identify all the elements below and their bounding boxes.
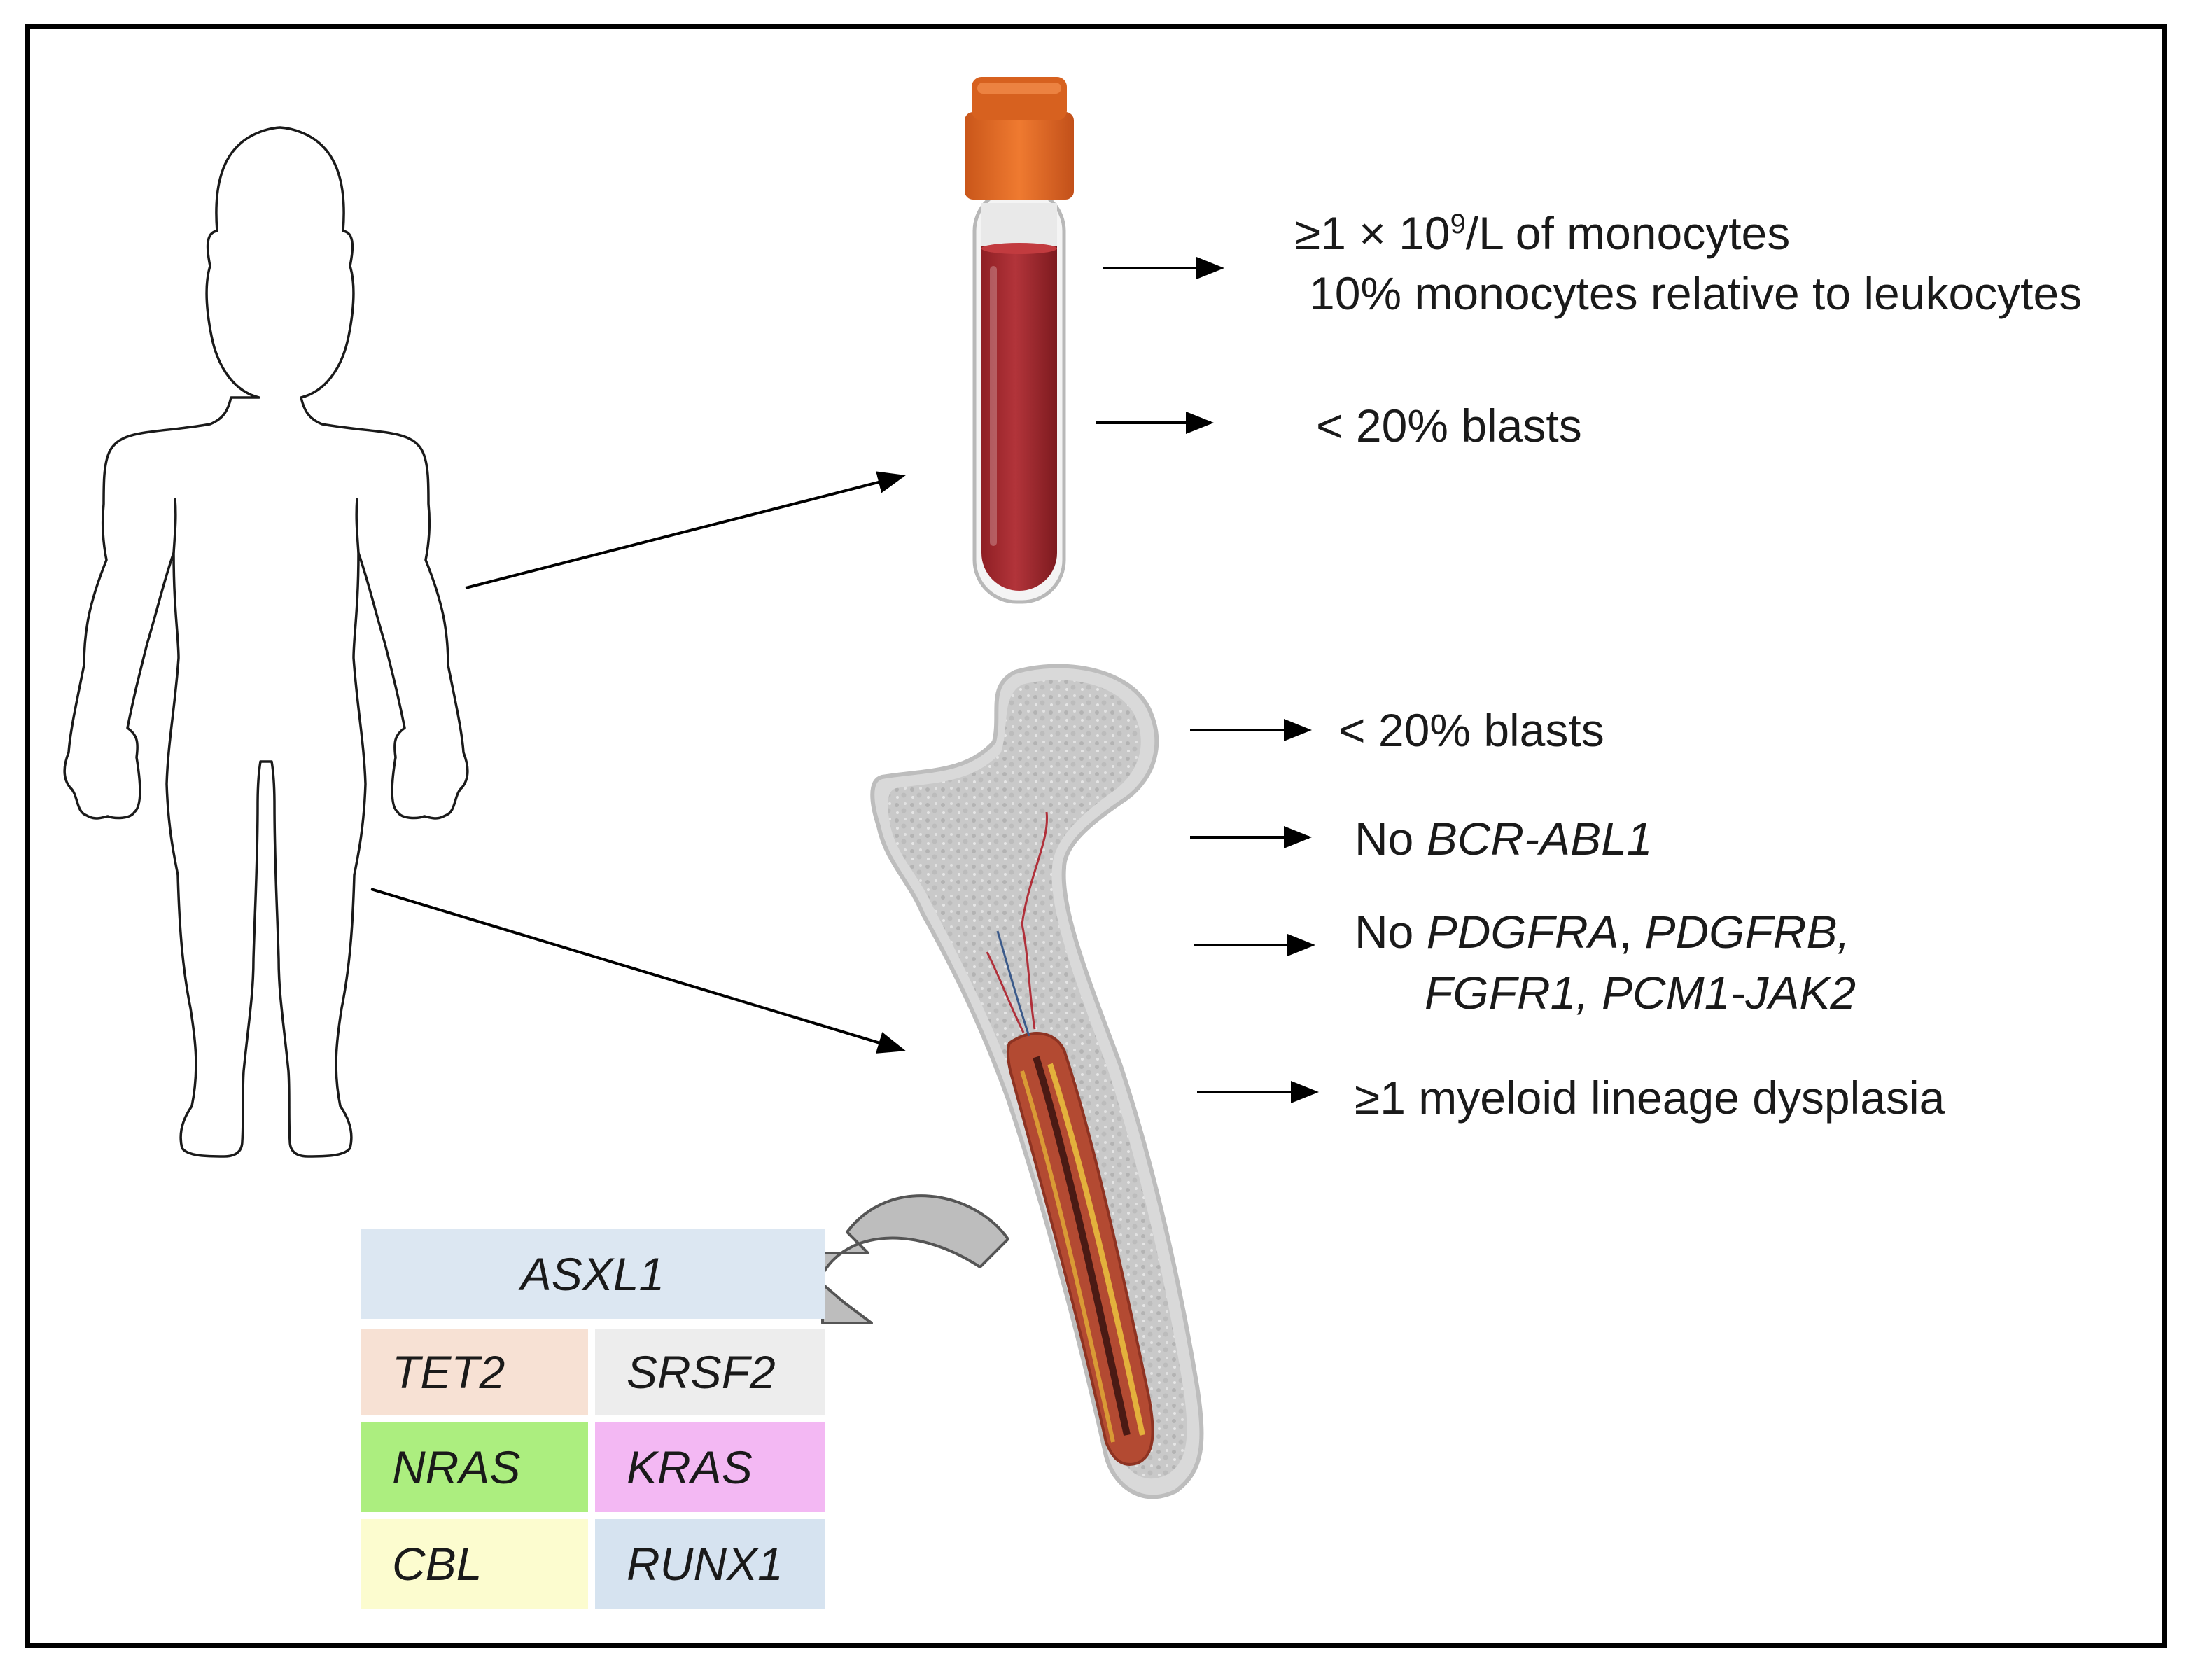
marrow-blasts-label: < 20% blasts [1338, 704, 1604, 756]
gene-cell-kras: KRAS [595, 1422, 825, 1512]
blood-blasts-label: < 20% blasts [1316, 400, 1582, 451]
gene-cell-tet2: TET2 [361, 1329, 588, 1415]
arrow-body-to-blood [465, 471, 906, 589]
figure-border [25, 24, 2167, 1648]
gene-cell-nras: NRAS [361, 1422, 588, 1512]
no-bcr-abl-label: No BCR-ABL1 [1355, 813, 1653, 864]
human-body-outline-icon [63, 126, 469, 1158]
curved-arrow-icon [818, 1194, 1009, 1324]
monocytes-relative-label: 10% monocytes relative to leukocytes [1309, 267, 2083, 319]
no-pdgfr-label-line1: No PDGFRA, PDGFRB, [1355, 906, 1850, 958]
gene-cell-srsf2: SRSF2 [595, 1329, 825, 1415]
gene-cell-asxl1: ASXL1 [361, 1229, 825, 1319]
blood-tube-icon [965, 77, 1074, 604]
arrow-body-to-bone [370, 888, 906, 1054]
no-pdgfr-label-line2: FGFR1, PCM1-JAK2 [1425, 967, 1856, 1018]
gene-cell-cbl: CBL [361, 1519, 588, 1609]
monocytes-absolute-label: ≥1 × 109/L of monocytes [1295, 207, 1791, 259]
femur-bone-icon [870, 664, 1204, 1499]
dysplasia-label: ≥1 myeloid lineage dysplasia [1355, 1072, 1945, 1124]
gene-cell-runx1: RUNX1 [595, 1519, 825, 1609]
